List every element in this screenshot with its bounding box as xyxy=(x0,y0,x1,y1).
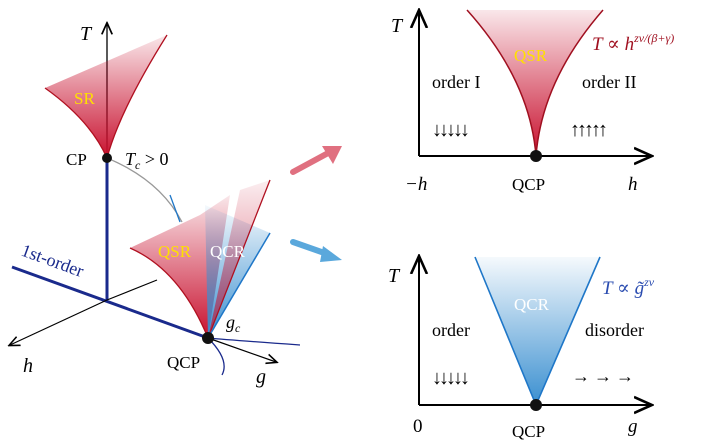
cp-dot xyxy=(102,153,112,163)
gc-label: gc xyxy=(226,312,241,335)
qcr-label: QCR xyxy=(210,242,246,261)
t-axis-label: T xyxy=(80,23,93,45)
left-3d-diagram: T SR CP Tc > 0 1st-order QSR QCR gc QCP … xyxy=(10,23,301,388)
qsr-region xyxy=(467,10,603,156)
qcr-label: QCR xyxy=(514,295,550,314)
top-phase-diagram: T QSR T ∝ hzν/(β+γ) order I order II ↓↓↓… xyxy=(391,10,674,195)
h-axis xyxy=(10,299,108,345)
tc-label: Tc > 0 xyxy=(125,149,169,172)
scaling-formula: T ∝ g̃zν xyxy=(602,275,655,299)
x-right-label: h xyxy=(628,174,638,195)
qcp-dot xyxy=(530,150,542,162)
qsr-label: QSR xyxy=(158,242,192,261)
t-axis-label: T xyxy=(388,265,401,287)
qcp-label: QCP xyxy=(512,175,545,194)
g-axis-label: g xyxy=(256,366,266,388)
t-axis-label: T xyxy=(391,15,404,37)
spins-up: ↑↑↑↑↑ xyxy=(570,119,606,141)
order-label: order xyxy=(432,320,470,340)
arrow-to-top-icon xyxy=(290,149,333,175)
qcr-region xyxy=(475,257,600,405)
spins-down: ↓↓↓↓↓ xyxy=(432,119,468,141)
spins-down: ↓↓↓↓↓ xyxy=(432,367,468,389)
spins-right: →→→ xyxy=(572,366,638,386)
sr-label: SR xyxy=(74,89,95,108)
sr-cone xyxy=(45,35,167,158)
x-right-label: g xyxy=(628,416,638,437)
disorder-label: disorder xyxy=(585,320,644,340)
qsr-cone xyxy=(130,195,230,338)
qsr-label: QSR xyxy=(514,46,548,65)
first-order-line xyxy=(11,265,209,340)
qcp-dot xyxy=(530,399,542,411)
x-left-label: −h xyxy=(405,174,427,195)
scaling-formula: T ∝ hzν/(β+γ) xyxy=(592,31,674,55)
cp-label: CP xyxy=(66,150,87,169)
x-left-label: 0 xyxy=(413,416,423,437)
qcp-label: QCP xyxy=(512,422,545,441)
h-axis-label: h xyxy=(23,355,33,377)
bottom-phase-diagram: T QCR T ∝ g̃zν order disorder ↓↓↓↓↓ →→→ … xyxy=(388,257,655,441)
order-ii-label: order II xyxy=(582,72,636,92)
g-axis xyxy=(207,337,276,362)
order-i-label: order I xyxy=(432,72,480,92)
first-order-label: 1st-order xyxy=(19,240,87,281)
qcp-dot xyxy=(202,332,214,344)
qcp-label: QCP xyxy=(167,353,200,372)
